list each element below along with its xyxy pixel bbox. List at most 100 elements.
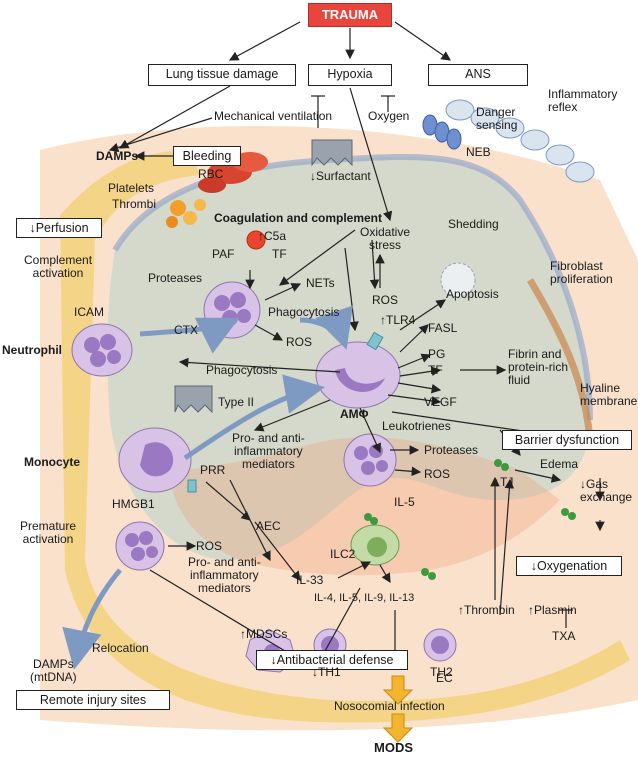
hypoxia-box: Hypoxia — [308, 64, 392, 86]
label-pro-anti-2: Pro- and anti- inflammatory mediators — [188, 555, 261, 595]
label-monocyte: Monocyte — [24, 455, 81, 469]
vessel-wall — [60, 150, 630, 723]
epithelium-line — [112, 154, 593, 421]
label-complement-activation: Complement activation — [24, 253, 93, 280]
lung-tissue-damage-box: Lung tissue damage — [148, 64, 296, 86]
alveolar-macrophage-cell — [315, 331, 401, 409]
label-il33: IL-33 — [296, 573, 324, 587]
label-proteases-1: Proteases — [148, 271, 203, 285]
pathway-arrows — [108, 21, 605, 662]
label-damps: DAMPs — [96, 149, 139, 163]
tf-platelet-icon — [246, 230, 266, 250]
rbc-cluster-icon — [198, 152, 268, 193]
label-tj: ↓TJ — [494, 475, 514, 489]
tight-junction-markers — [364, 459, 576, 580]
label-mods: MODS — [374, 740, 413, 755]
label-proteases-2: Proteases — [424, 443, 479, 457]
perfusion-box: ↓Perfusion — [16, 218, 102, 238]
label-thrombi: Thrombi — [112, 197, 157, 211]
label-ros-4: ROS — [196, 539, 223, 553]
barrier-dysfunction-box: Barrier dysfunction — [502, 430, 632, 450]
label-prr: PRR — [200, 463, 226, 477]
trauma-box: TRAUMA — [308, 3, 392, 27]
th2-cell — [423, 628, 457, 662]
label-ros-1: ROS — [372, 293, 399, 307]
ilc2-cell — [350, 524, 400, 566]
label-nets: NETs — [306, 276, 335, 290]
label-surfactant: ↓Surfactant — [310, 169, 371, 183]
neutrophil-cell-2 — [71, 323, 133, 377]
label-ctx: CTX — [174, 323, 198, 337]
antibacterial-defense-box: ↓Antibacterial defense — [256, 650, 408, 670]
label-oxygen: Oxygen — [368, 109, 410, 123]
label-ros-2: ROS — [286, 335, 313, 349]
hyaline-membrane — [526, 278, 594, 441]
lower-vessel-lumen — [170, 437, 560, 576]
label-neutrophil: Neutrophil — [2, 343, 62, 357]
monocyte-cell — [118, 427, 197, 493]
label-coagulation: Coagulation and complement — [214, 211, 383, 225]
label-thrombin: ↑Thrombin — [458, 603, 515, 617]
label-leukotrienes: Leukotrienes — [382, 419, 451, 433]
surfactant-cell-icon — [311, 139, 353, 167]
label-neb: NEB — [466, 145, 491, 159]
label-hmgb1: HMGB1 — [112, 497, 155, 511]
label-mechanical-ventilation: Mechanical ventilation — [214, 109, 333, 123]
label-ec: EC — [436, 671, 453, 685]
label-il5-a: IL-5 — [394, 495, 415, 509]
label-fibrin: Fibrin and protein-rich fluid — [508, 347, 569, 387]
label-aec: AEC — [256, 519, 281, 533]
label-tlr4: ↑TLR4 — [380, 313, 416, 327]
platelet-thrombi-icon — [166, 199, 206, 228]
label-edema: Edema — [540, 457, 579, 471]
label-tf-2: TF — [428, 363, 443, 377]
label-premature-activation: Premature activation — [20, 519, 77, 546]
label-tf-1: TF — [272, 247, 287, 261]
label-nosocomial: Nosocomial infection — [334, 699, 445, 713]
label-rbc: RBC — [198, 167, 224, 181]
neb-cells-icon — [422, 114, 462, 150]
label-pg: PG — [428, 347, 446, 361]
label-inflammatory-reflex: Inflammatory reflex — [548, 87, 618, 114]
label-mdscs: ↑MDSCs — [240, 627, 288, 641]
type2-cell-icon — [174, 385, 213, 414]
label-plasmin: ↑Plasmin — [528, 603, 577, 617]
neutrophil-cell-4 — [115, 521, 165, 571]
label-il-list: IL-4, IL-5, IL-9, IL-13 — [314, 592, 415, 604]
label-phagocytosis-1: Phagocytosis — [268, 305, 340, 319]
label-c5a: ↑C5a — [258, 229, 287, 243]
label-platelets: Platelets — [108, 181, 155, 195]
label-apoptosis: Apoptosis — [446, 287, 499, 301]
label-relocation: Relocation — [92, 641, 149, 655]
label-amphi: AMΦ — [340, 407, 369, 421]
migration-arrows — [62, 305, 353, 670]
label-fasl: FASL — [428, 321, 458, 335]
label-icam: ICAM — [74, 305, 104, 319]
label-hyaline-membrane: Hyaline membrane — [580, 381, 638, 408]
airway-epithelium — [445, 99, 595, 183]
label-th1: ↓TH1 — [312, 665, 341, 679]
bleeding-box: Bleeding — [173, 146, 241, 166]
oxygenation-box: ↓Oxygenation — [516, 556, 622, 576]
ans-box: ANS — [428, 64, 528, 86]
block-arrows — [382, 675, 414, 743]
label-txa: TXA — [552, 629, 576, 643]
label-ros-3: ROS — [424, 467, 451, 481]
label-shedding: Shedding — [448, 217, 499, 231]
remote-injury-sites-box: Remote injury sites — [16, 690, 170, 710]
label-ilc2: ILC2 — [330, 547, 356, 561]
label-th2: TH2 — [430, 665, 453, 679]
label-type-ii: Type II — [218, 395, 255, 409]
label-fibroblast: Fibroblast proliferation — [550, 259, 613, 286]
label-damps-mtdna: DAMPs (mtDNA) — [30, 657, 77, 684]
label-danger-sensing: Danger sensing — [476, 105, 518, 132]
label-oxidative-stress: Oxidative stress — [360, 225, 411, 252]
label-paf: PAF — [212, 247, 235, 261]
label-phagocytosis-2: Phagocytosis — [206, 363, 278, 377]
label-pro-anti-1: Pro- and anti- inflammatory mediators — [232, 431, 305, 471]
neutrophil-cell-3 — [343, 433, 397, 487]
apoptotic-cell-icon — [440, 262, 476, 298]
label-gas-exchange: ↓Gas exchange — [580, 477, 633, 504]
label-vegf: VEGF — [424, 395, 457, 409]
